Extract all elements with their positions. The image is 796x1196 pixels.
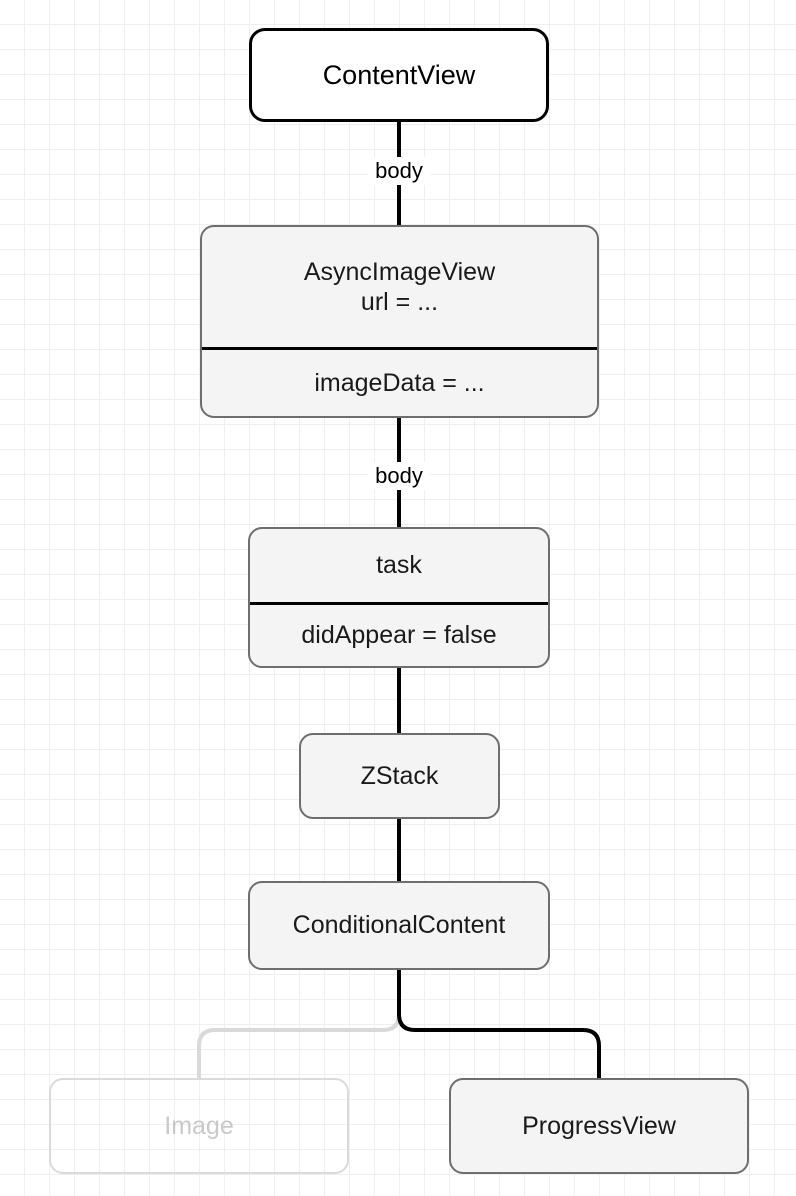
node-async-image-view-title: AsyncImageView url = ...: [303, 257, 496, 317]
node-conditional-content-title: ConditionalContent: [292, 911, 506, 940]
node-async-image-view[interactable]: AsyncImageView url = ... imageData = ...: [200, 225, 599, 418]
node-async-image-view-state: imageData = ...: [314, 368, 485, 397]
node-task-title: task: [376, 551, 422, 580]
node-progress-view-title: ProgressView: [522, 1111, 676, 1140]
node-content-view-title: ContentView: [322, 59, 476, 90]
node-task-divider: [250, 602, 548, 605]
node-content-view[interactable]: ContentView: [249, 28, 549, 122]
node-zstack[interactable]: ZStack: [299, 733, 500, 819]
edge-label-body-content-view: body: [368, 157, 430, 185]
edge-label-body-async-image-view: body: [368, 462, 430, 490]
node-image[interactable]: Image: [49, 1078, 349, 1174]
node-conditional-content[interactable]: ConditionalContent: [248, 881, 550, 970]
edge-conditional-content-to-image: [197, 970, 401, 1078]
node-progress-view[interactable]: ProgressView: [449, 1078, 749, 1174]
edge-conditional-content-to-progress-view: [397, 970, 601, 1078]
node-async-image-view-divider: [202, 347, 597, 350]
node-task[interactable]: task didAppear = false: [248, 527, 550, 668]
node-image-title: Image: [164, 1111, 234, 1140]
node-zstack-title: ZStack: [360, 761, 439, 790]
node-task-state: didAppear = false: [301, 621, 497, 650]
